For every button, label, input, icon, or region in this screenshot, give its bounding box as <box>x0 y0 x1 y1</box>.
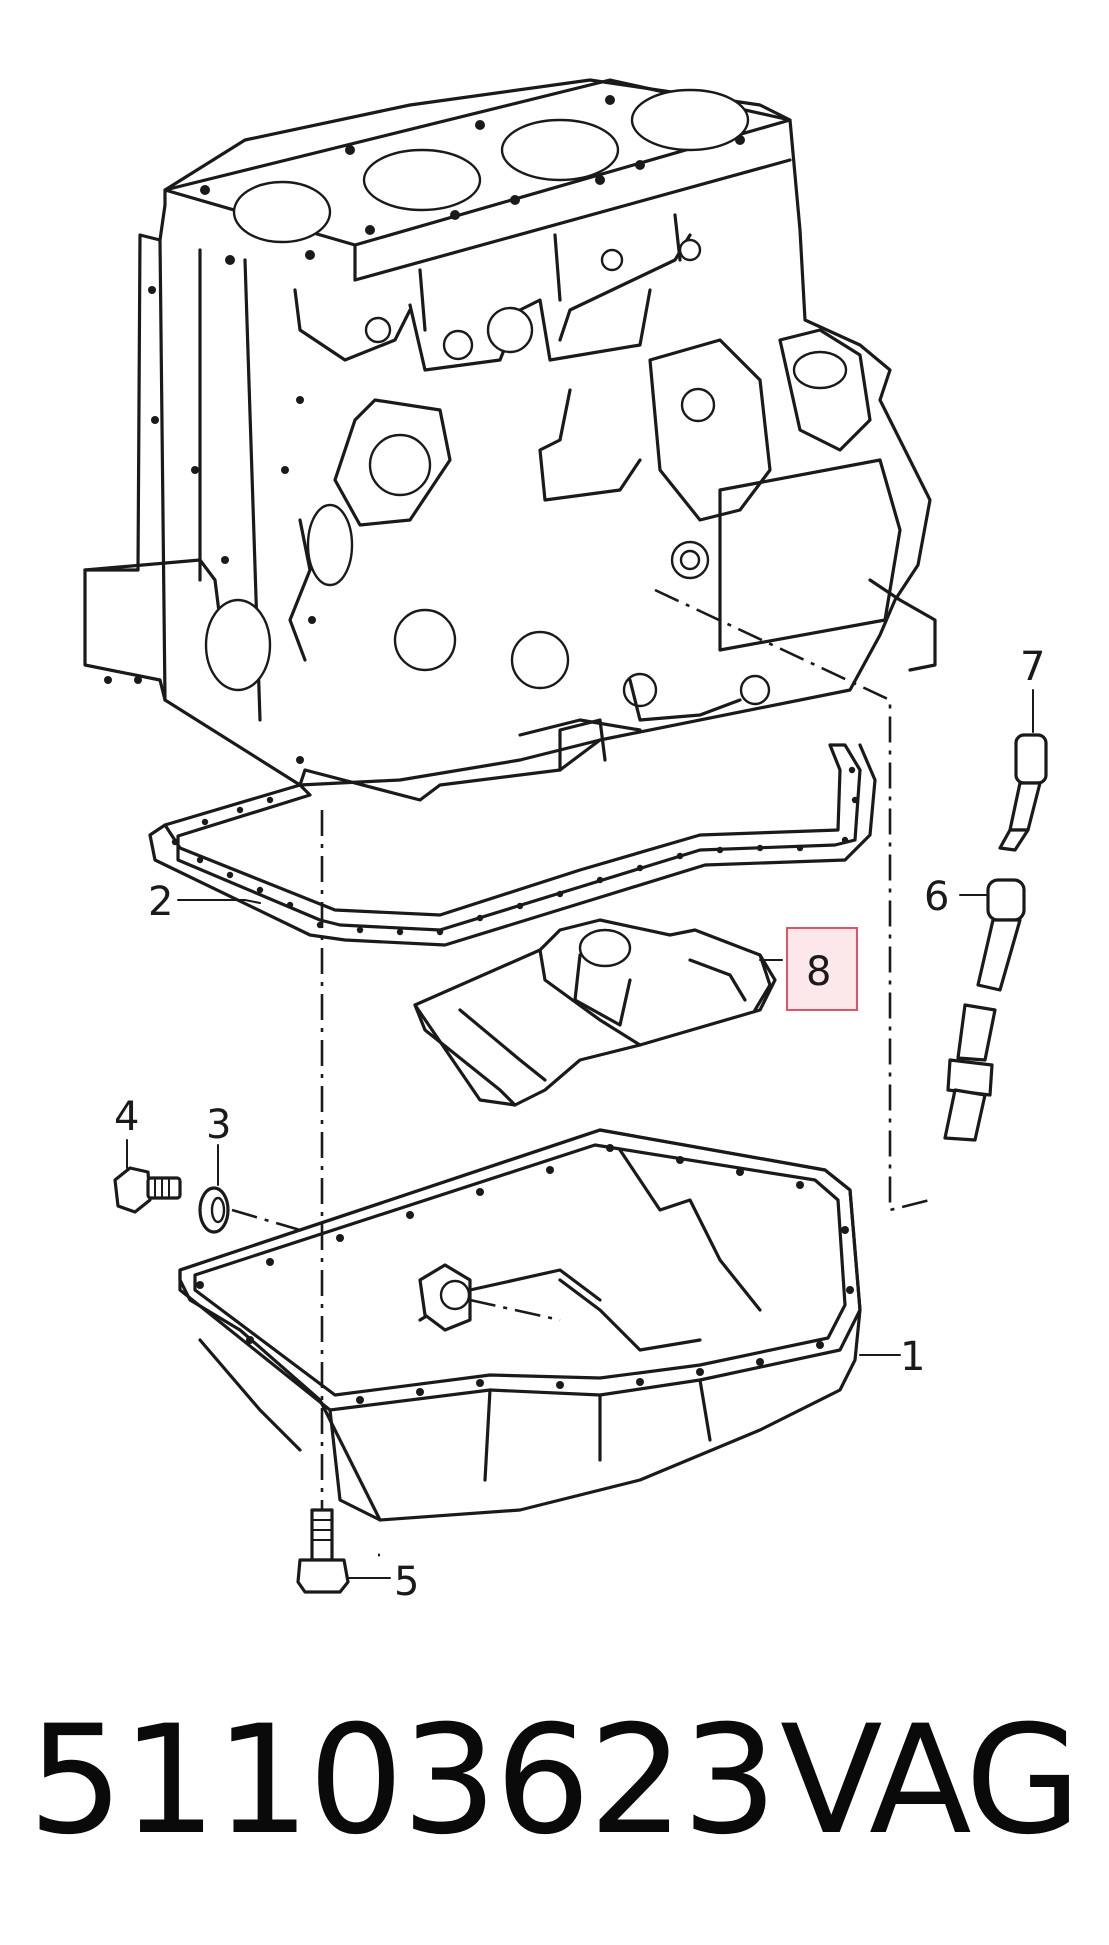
highlight-callout-box <box>786 927 858 1011</box>
bolt-part-4 <box>113 1166 182 1214</box>
callout-2: 2 <box>148 879 173 925</box>
callout-3: 3 <box>206 1102 231 1148</box>
oil-pan <box>178 1128 862 1522</box>
exploded-parts-diagram: 1 2 3 4 5 6 7 8 <box>83 78 1048 1605</box>
engine-block <box>83 78 937 802</box>
callout-4: 4 <box>114 1094 139 1140</box>
callout-8: 8 <box>806 949 831 995</box>
oil-pan-gasket <box>148 743 877 947</box>
oil-baffle-plate <box>413 918 777 1107</box>
washer-part-3 <box>198 1186 230 1234</box>
callout-leaders <box>126 689 1034 1579</box>
part-number: 51103623 <box>28 1694 777 1868</box>
callout-5: 5 <box>394 1559 419 1605</box>
dipstick-tube-parts <box>943 733 1048 1142</box>
brand-name: VAG <box>780 1694 1081 1868</box>
callout-7: 7 <box>1020 644 1045 690</box>
callout-6: 6 <box>924 874 949 920</box>
bolt-part-5 <box>296 1508 350 1594</box>
assembly-center-lines <box>231 588 931 1557</box>
callout-1: 1 <box>900 1334 925 1380</box>
